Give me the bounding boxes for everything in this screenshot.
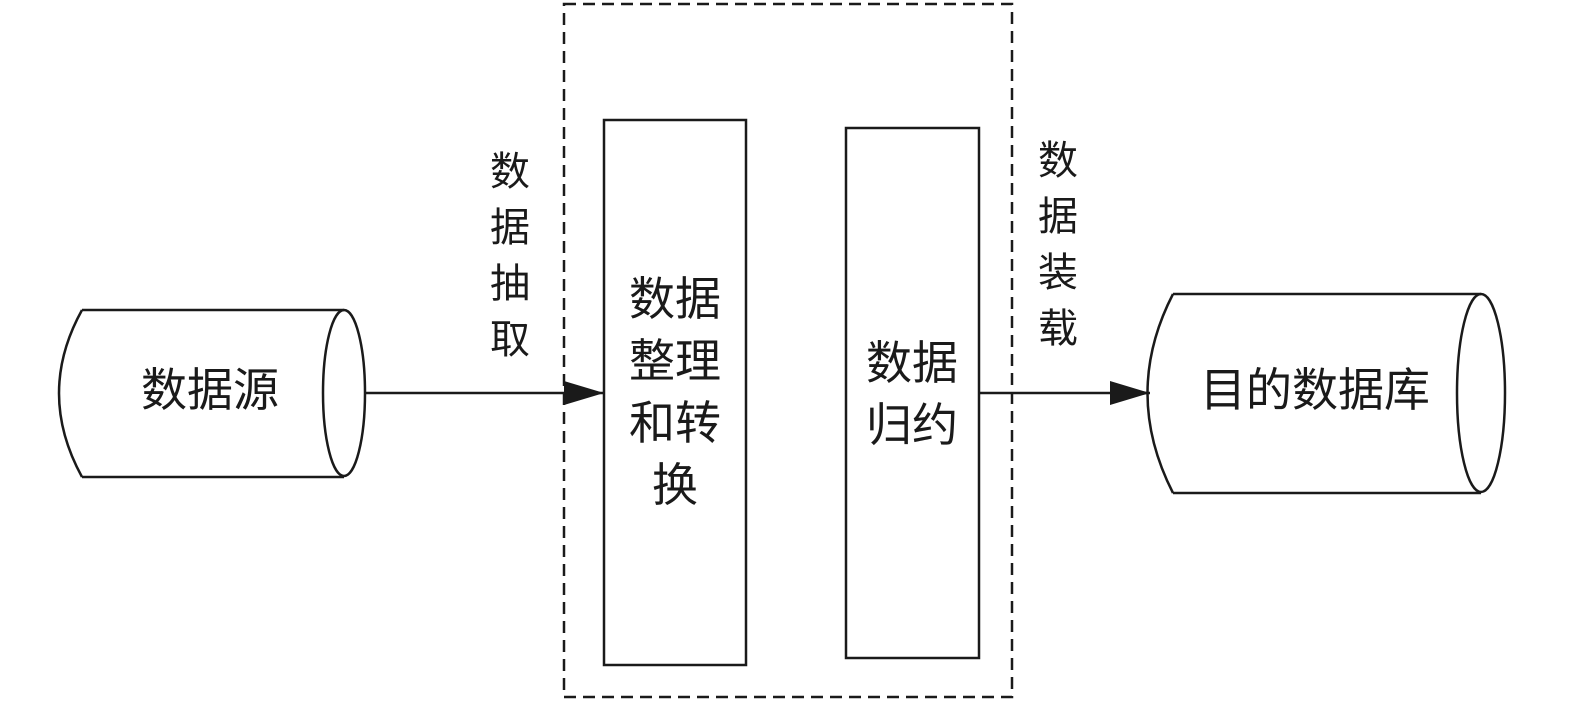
target-cylinder	[1146, 292, 1507, 495]
target-label: 目的数据库	[1200, 363, 1430, 417]
source-cylinder	[57, 308, 367, 479]
reduce-label: 数据归约	[866, 336, 958, 452]
load-label: 数据装载	[1038, 138, 1078, 352]
source-label: 数据源	[141, 363, 279, 417]
transform-label: 数据整理和转换	[629, 272, 721, 512]
extract-label: 数据抽取	[490, 149, 530, 363]
